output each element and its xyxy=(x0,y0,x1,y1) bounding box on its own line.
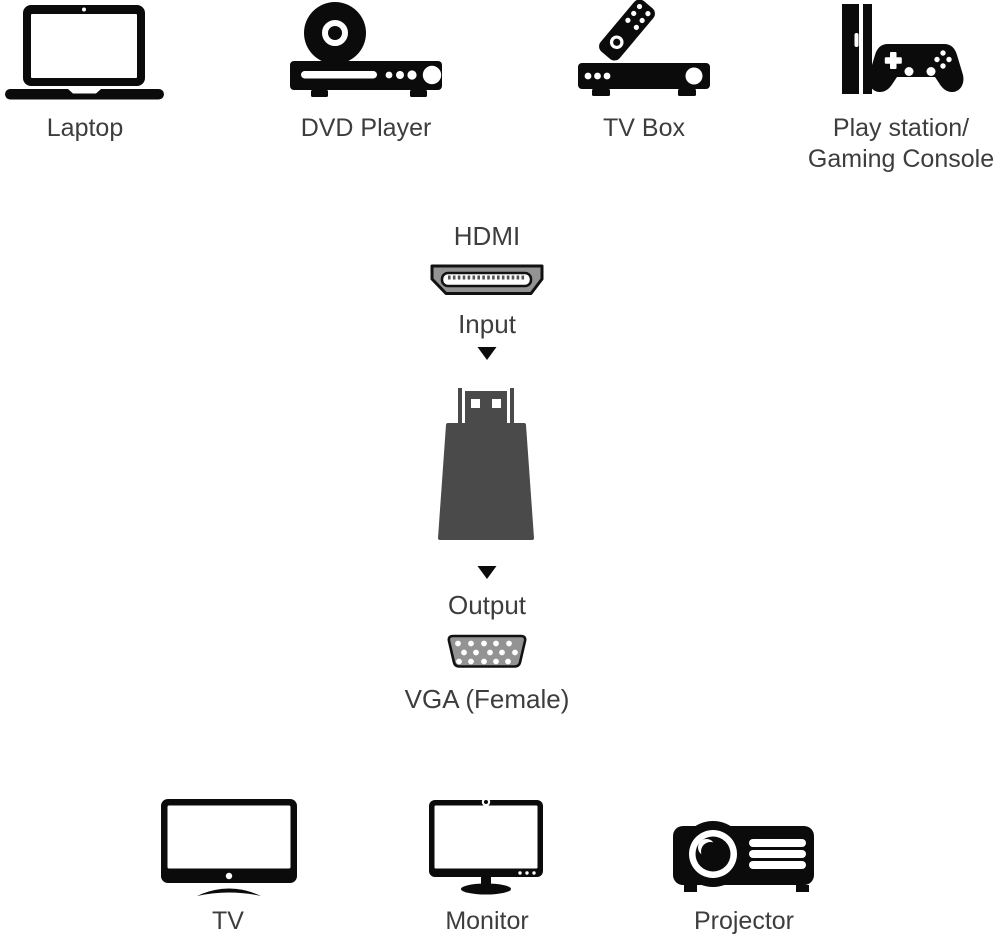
arrow-down-icon xyxy=(477,347,497,360)
gaming-console-icon-slot xyxy=(802,0,1000,100)
source-device-tv-box: TV Box xyxy=(564,0,724,144)
hdmi-female-connector-icon xyxy=(429,263,545,297)
output-device-tv: TV xyxy=(148,795,308,937)
dvd-player-label: DVD Player xyxy=(300,114,432,142)
tv-icon xyxy=(161,799,297,896)
source-device-laptop: Laptop xyxy=(4,0,166,144)
arrow-down-icon xyxy=(477,566,497,579)
monitor-icon xyxy=(429,797,543,895)
output-device-monitor: Monitor xyxy=(407,795,567,937)
gaming-console-label-line2: Gaming Console xyxy=(807,145,995,173)
projector-icon xyxy=(673,821,814,892)
monitor-label: Monitor xyxy=(445,907,529,935)
dvd-player-icon-slot xyxy=(286,0,446,100)
source-device-dvd-player: DVD Player xyxy=(286,0,446,144)
tv-box-label: TV Box xyxy=(603,114,685,142)
tv-label: TV xyxy=(212,907,244,935)
laptop-icon-slot xyxy=(4,0,166,100)
tv-box-icon xyxy=(578,0,710,96)
output-device-projector: Projector xyxy=(664,795,824,937)
vga-female-connector-icon xyxy=(445,633,529,670)
gaming-console-icon xyxy=(842,4,964,94)
tv-box-icon-slot xyxy=(564,0,724,100)
hdmi-input-connector-label: HDMI xyxy=(453,221,521,251)
laptop-icon xyxy=(5,5,164,100)
projector-icon-slot xyxy=(664,795,824,897)
projector-label: Projector xyxy=(693,907,795,935)
source-device-gaming-console: Play station/ Gaming Console xyxy=(802,0,1000,175)
output-label: Output xyxy=(447,590,527,620)
hdmi-to-vga-adapter-icon xyxy=(437,384,537,544)
monitor-icon-slot xyxy=(407,795,567,897)
vga-output-connector-label: VGA (Female) xyxy=(404,684,570,714)
gaming-console-label-line1: Play station/ xyxy=(832,114,970,142)
tv-icon-slot xyxy=(148,795,308,897)
dvd-player-icon xyxy=(290,2,442,97)
laptop-label: Laptop xyxy=(46,114,124,142)
input-label: Input xyxy=(458,309,516,339)
gaming-console-label: Play station/ Gaming Console xyxy=(808,113,994,175)
